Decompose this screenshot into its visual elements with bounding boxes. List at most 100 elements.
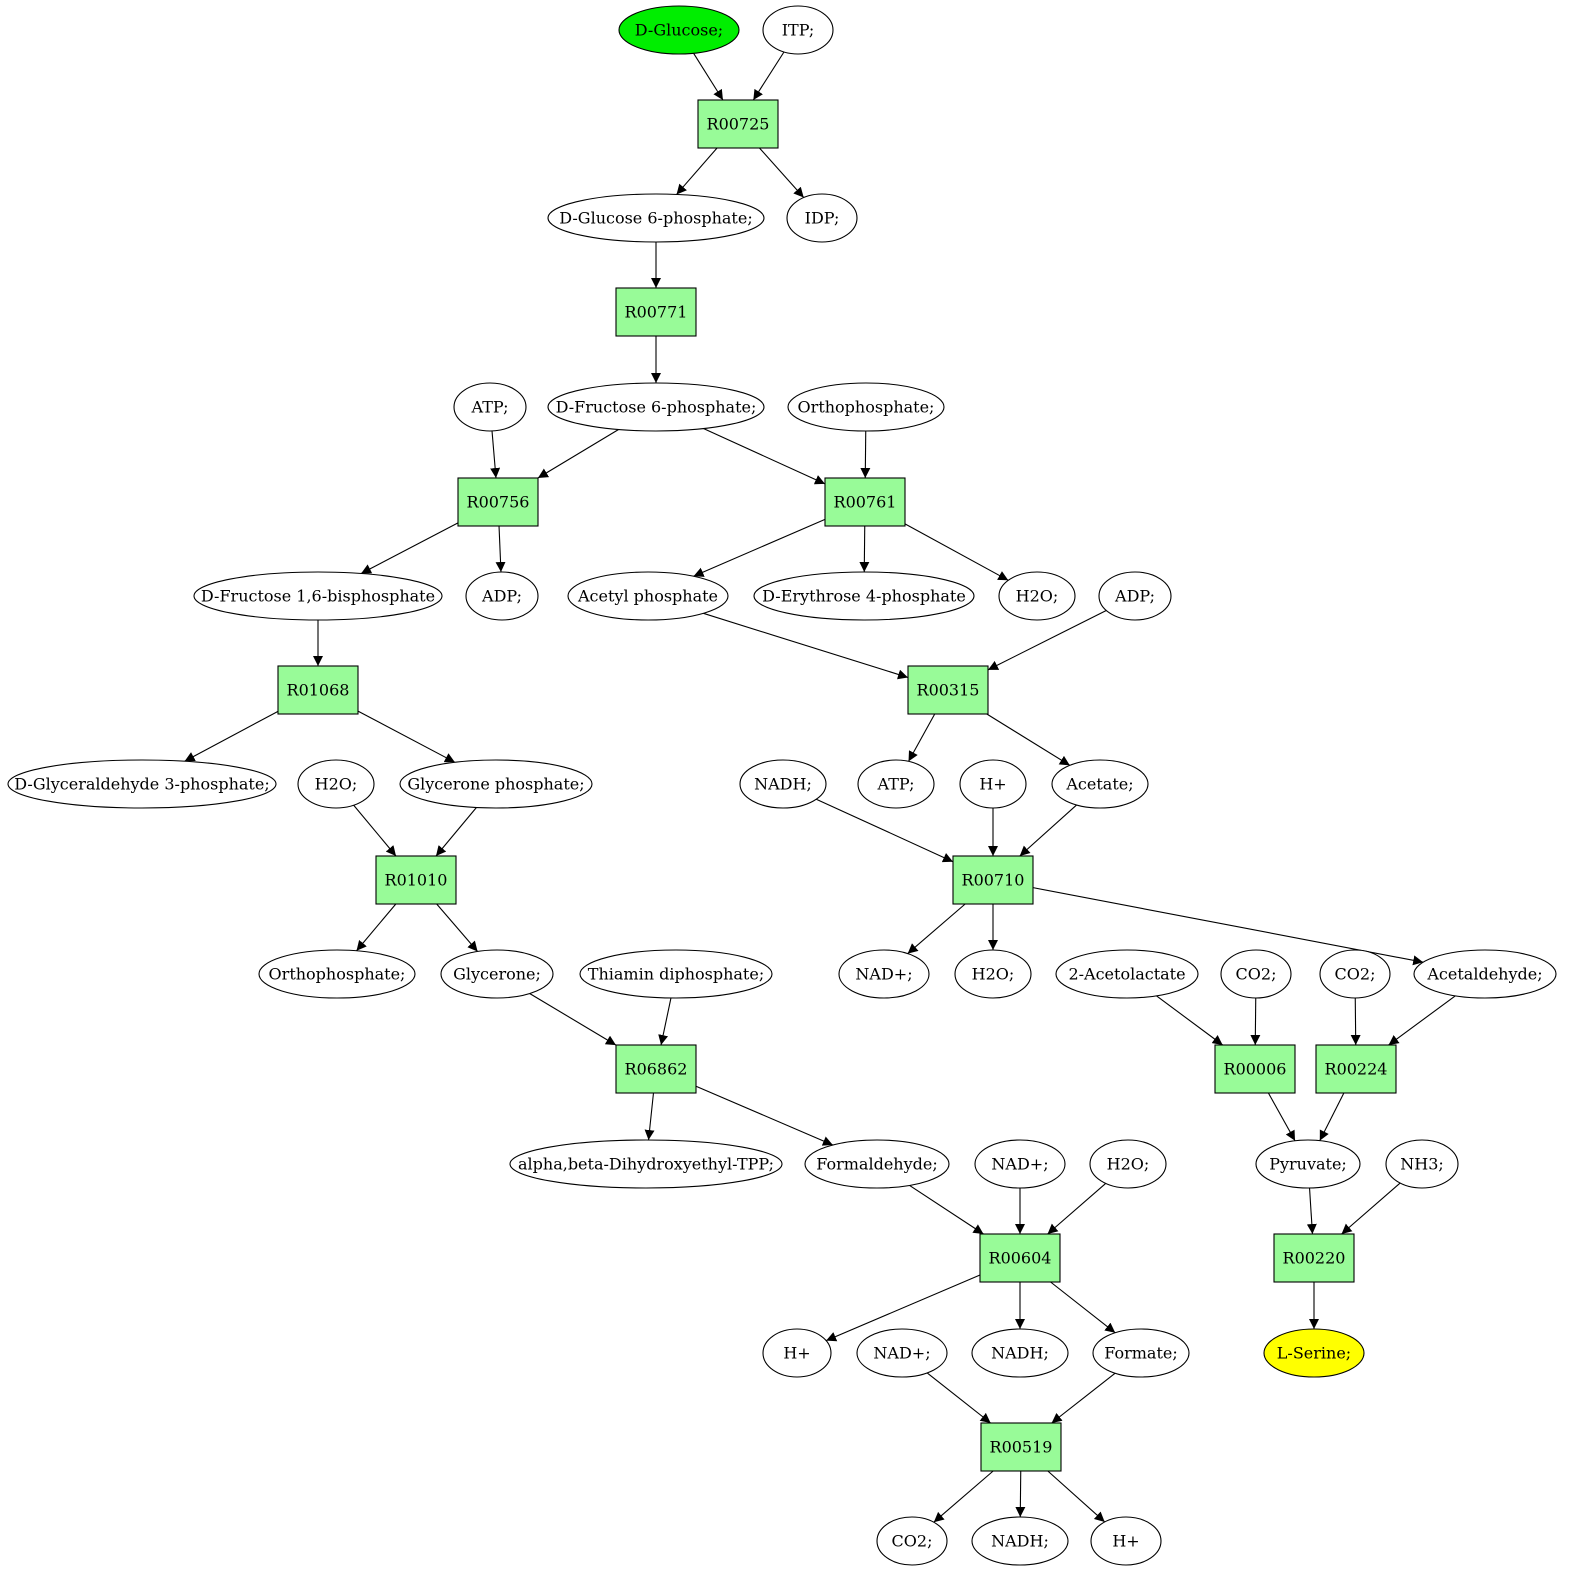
compound-node-itp: ITP; (762, 5, 834, 55)
compound-node-pyruvate: Pyruvate; (1255, 1139, 1361, 1189)
node-label: ADP; (1114, 587, 1155, 606)
node-label: alpha,beta-Dihydroxyethyl-TPP; (518, 1155, 774, 1174)
compound-ellipse (838, 949, 930, 999)
compound-node-dhap: Glycerone phosphate; (399, 759, 593, 809)
edge-r00519-to-hplus3 (1047, 1470, 1106, 1523)
compound-ellipse (453, 382, 527, 432)
compound-node-pi2: Orthophosphate; (258, 949, 416, 999)
compound-ellipse (547, 382, 765, 432)
node-label: H2O; (972, 965, 1015, 984)
node-label: ADP; (481, 587, 522, 606)
compound-node-acp: Acetyl phosphate (567, 571, 729, 621)
compound-ellipse (567, 571, 729, 621)
node-label: R00315 (917, 681, 980, 700)
compound-node-e4p: D-Erythrose 4-phosphate (753, 571, 975, 621)
compound-node-atp2: ATP; (857, 759, 935, 809)
compound-ellipse (399, 759, 593, 809)
edge-r00224-to-pyruvate (1319, 1092, 1345, 1141)
compound-ellipse (762, 5, 834, 55)
node-label: R01010 (385, 871, 448, 890)
compound-ellipse (856, 1328, 948, 1378)
node-label: R00771 (625, 303, 688, 322)
compound-ellipse (1255, 1139, 1361, 1189)
reaction-box (1315, 1044, 1397, 1094)
node-label: R00006 (1224, 1060, 1287, 1079)
reaction-box (277, 665, 359, 715)
edge-r00761-to-acp (693, 518, 826, 577)
compound-node-nadh1: NADH; (739, 759, 827, 809)
node-label: Acetate; (1065, 775, 1133, 794)
node-label: R06862 (625, 1060, 688, 1079)
compound-ellipse (753, 571, 975, 621)
compound-node-pi1: Orthophosphate; (787, 382, 945, 432)
edge-acetate-to-r00710 (1019, 804, 1078, 857)
reaction-node-r00006: R00006 (1214, 1044, 1296, 1094)
reaction-box (907, 665, 989, 715)
compound-node-acetaldehyde: Acetaldehyde; (1413, 949, 1557, 999)
compound-node-glycerone: Glycerone; (440, 949, 554, 999)
node-label: R00519 (990, 1438, 1053, 1457)
compound-ellipse (857, 759, 935, 809)
node-label: D-Erythrose 4-phosphate (762, 587, 966, 606)
edge-itp-to-r00725 (752, 51, 785, 101)
node-label: R00756 (467, 493, 530, 512)
compound-ellipse (786, 193, 858, 243)
node-label: R00710 (962, 871, 1025, 890)
edge-nh3-to-r00220 (1341, 1182, 1401, 1235)
edge-atp1-to-r00756 (490, 430, 501, 479)
node-label: NADH; (991, 1344, 1049, 1363)
node-label: CO2; (892, 1532, 933, 1551)
reaction-node-r00220: R00220 (1273, 1233, 1355, 1283)
reaction-box (979, 1233, 1061, 1283)
compound-ellipse (974, 1139, 1066, 1189)
edge-adp2-to-r00315 (987, 609, 1107, 671)
compound-ellipse (1385, 1139, 1459, 1189)
node-label: NADH; (991, 1532, 1049, 1551)
edge-glycerone-to-r06862 (529, 993, 617, 1046)
reaction-box (952, 855, 1034, 905)
edge-r00761-to-h2o1 (904, 523, 1009, 581)
edge-formaldehyde-to-r00604 (909, 1184, 984, 1235)
compound-ellipse (297, 759, 375, 809)
compound-ellipse (998, 571, 1076, 621)
edge-r00725-to-g6p (676, 147, 718, 195)
edge-glucose-to-r00725 (693, 52, 724, 101)
compound-ellipse (1055, 949, 1199, 999)
node-label: Formate; (1104, 1344, 1178, 1363)
edge-layer (184, 51, 1456, 1523)
compound-ellipse (1319, 949, 1391, 999)
reaction-node-r00710: R00710 (952, 855, 1034, 905)
node-label: R01068 (287, 681, 350, 700)
node-label: NADH; (754, 775, 812, 794)
reaction-node-r00315: R00315 (907, 665, 989, 715)
compound-ellipse (959, 759, 1027, 809)
compound-ellipse (1092, 1328, 1190, 1378)
compound-ellipse (547, 193, 765, 243)
edge-r00756-to-adp1 (495, 525, 506, 573)
compound-ellipse (1089, 1139, 1167, 1189)
reaction-node-r01010: R01010 (375, 855, 457, 905)
compound-node-adp1: ADP; (465, 571, 539, 621)
compound-node-formate: Formate; (1092, 1328, 1190, 1378)
node-label: CO2; (1335, 965, 1376, 984)
node-label: NAD+; (873, 1344, 930, 1363)
node-label: H+ (783, 1344, 810, 1363)
node-label: NAD+; (991, 1155, 1048, 1174)
compound-ellipse (971, 1328, 1069, 1378)
compound-ellipse (618, 5, 740, 55)
compound-node-hplus2: H+ (762, 1328, 832, 1378)
reaction-box (615, 287, 697, 337)
compound-node-h2o3: H2O; (954, 949, 1032, 999)
edge-r00725-to-idp (759, 147, 805, 198)
compound-node-nad1: NAD+; (838, 949, 930, 999)
node-label: D-Fructose 1,6-bisphosphate (201, 587, 435, 606)
node-label: R00604 (989, 1249, 1052, 1268)
compound-ellipse (762, 1328, 832, 1378)
compound-node-hplus3: H+ (1090, 1516, 1162, 1566)
edge-nadh1-to-r00710 (816, 798, 954, 863)
edge-r00315-to-atp2 (908, 713, 936, 762)
compound-node-co2c: CO2; (876, 1516, 948, 1566)
compound-node-adp2: ADP; (1098, 571, 1172, 621)
edge-h2o2-to-r01010 (353, 804, 397, 857)
